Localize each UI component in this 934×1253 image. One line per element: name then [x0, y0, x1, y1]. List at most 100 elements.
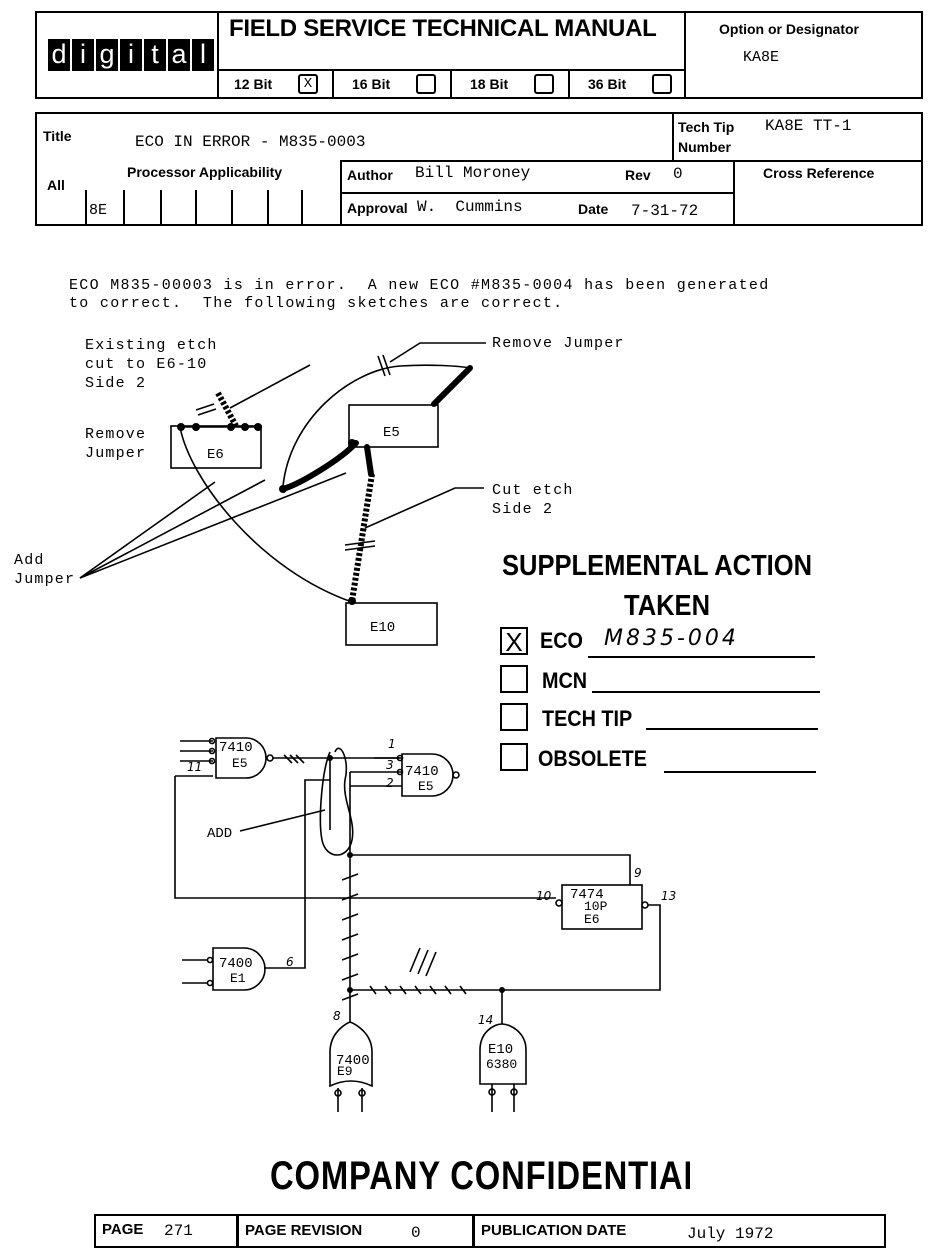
bit-checkbox[interactable]: [652, 74, 672, 94]
gate-left-label: 7410: [219, 740, 253, 756]
node-dot: [254, 423, 262, 431]
page-label: PAGE: [102, 1221, 144, 1238]
chip-e10-label: E10: [370, 620, 396, 636]
date-label: Date: [578, 201, 609, 217]
bit-checkbox[interactable]: [534, 74, 554, 94]
hash-marks-h: [369, 985, 467, 995]
body-line-2: to correct. The following sketches are c…: [69, 295, 564, 312]
thick-jumper-2: [364, 444, 374, 477]
manual-title: FIELD SERVICE TECHNICAL MANUAL: [229, 15, 657, 42]
node-dot: [241, 423, 249, 431]
logo-letter: g: [96, 39, 118, 71]
footer-pub-cell: PUBLICATION DATE July 1972: [475, 1216, 884, 1246]
gate-e1-sub: E1: [230, 971, 246, 986]
label-cut-etch: Cut etch Side 2: [492, 482, 574, 518]
bit-checkbox[interactable]: X: [298, 74, 318, 94]
bit-option-18[interactable]: 18 Bit: [452, 71, 570, 99]
bit-checkbox[interactable]: [416, 74, 436, 94]
leader-add-2: [79, 479, 266, 579]
eco-label: ECO: [540, 628, 583, 653]
tech-tip-stamp-label: TECH TIP: [542, 706, 633, 731]
gate-e9-label: 7400: [336, 1053, 370, 1069]
pin-1: 1: [388, 737, 396, 751]
cut-mark-e6: [195, 403, 217, 416]
obsolete-checkbox[interactable]: [500, 743, 528, 771]
supplemental-title-1: SUPPLEMENTAL ACTION: [502, 550, 813, 582]
logo-letter: a: [168, 39, 190, 71]
bus-tap: [350, 771, 374, 787]
logo-letter: d: [48, 39, 70, 71]
pin-14: 14: [478, 1013, 494, 1027]
tech-tip-divider: [672, 114, 674, 160]
pub-date-value: July 1972: [687, 1225, 774, 1243]
label-existing-etch: Existing etch cut to E6-10 Side 2: [85, 337, 218, 392]
leader-add-3: [79, 472, 347, 579]
rev-label: Rev: [625, 167, 651, 183]
bit-label: 16 Bit: [352, 76, 391, 92]
option-value: KA8E: [743, 49, 780, 66]
bit-label: 36 Bit: [588, 76, 627, 92]
hash-marks-bus: [341, 873, 359, 1001]
add-label: ADD: [207, 826, 233, 842]
chip-e5-label: E5: [383, 425, 400, 441]
node-dot: [348, 597, 356, 605]
add-jumper-arc: [179, 426, 353, 603]
tech-tip-underline: [646, 728, 818, 730]
supplemental-item-mcn[interactable]: MCN: [500, 664, 830, 698]
gate-e1-label: 7400: [219, 956, 253, 972]
grid-line: [85, 190, 87, 224]
tech-tip-checkbox[interactable]: [500, 703, 528, 731]
obsolete-label: OBSOLETE: [538, 746, 647, 771]
ff-sub-2: E6: [584, 912, 600, 927]
supplemental-item-tech-tip[interactable]: TECH TIP: [500, 702, 830, 736]
cross-ref-label: Cross Reference: [763, 165, 875, 181]
eco-checkbox[interactable]: X: [500, 627, 528, 655]
page-revision-value: 0: [411, 1224, 421, 1242]
gate-e10-label: E10: [488, 1042, 514, 1058]
gate-e1-inputs: [182, 959, 208, 984]
rev-value: 0: [673, 165, 683, 183]
gate-e9-outputs: [337, 1088, 363, 1112]
node-dot: [177, 423, 185, 431]
hatched-etch-top: [215, 391, 239, 428]
ff-sub-1: 10P: [584, 899, 608, 914]
footer-page-cell: PAGE 271: [96, 1216, 239, 1246]
bus-vertical: [329, 758, 351, 1020]
chip-e6-outline: [170, 425, 262, 469]
processor-label: Processor Applicability: [127, 164, 283, 180]
grid-line: [195, 190, 197, 224]
logo-letter: i: [72, 39, 94, 71]
gate-7400-e9: [329, 1021, 373, 1088]
chip-e10-outline: [345, 602, 438, 646]
page-value: 271: [164, 1222, 193, 1240]
mcn-checkbox[interactable]: [500, 665, 528, 693]
gate-e10-sub: 6380: [486, 1057, 518, 1072]
grid-line: [123, 190, 125, 224]
hash-marks-diag: [409, 947, 437, 977]
footer-rev-cell: PAGE REVISION 0: [239, 1216, 475, 1246]
hash-marks: [283, 754, 305, 764]
bit-option-12[interactable]: 12 Bit X: [218, 71, 334, 99]
gate-e10-outputs: [491, 1084, 515, 1112]
footer-box: PAGE 271 PAGE REVISION 0 PUBLICATION DAT…: [94, 1214, 886, 1248]
date-value: 7-31-72: [631, 202, 699, 220]
author-value: Bill Moroney: [415, 164, 531, 182]
gate-mid-label: 7410: [405, 764, 439, 780]
bit-label: 18 Bit: [470, 76, 509, 92]
grid-line: [301, 190, 303, 224]
pin-11: 11: [187, 760, 203, 774]
wire-feedback: [174, 775, 556, 899]
supplemental-item-eco[interactable]: X ECO M835-004: [500, 626, 830, 660]
tech-tip-value: KA8E TT-1: [765, 117, 852, 135]
add-loop: [319, 747, 354, 856]
page-revision-label: PAGE REVISION: [245, 1222, 363, 1239]
bit-option-36[interactable]: 36 Bit: [570, 71, 684, 99]
pin-3: 3: [386, 758, 394, 772]
bit-option-16[interactable]: 16 Bit: [334, 71, 452, 99]
label-remove-jumper-left: Remove Jumper: [85, 426, 147, 462]
supplemental-item-obsolete[interactable]: OBSOLETE: [500, 742, 830, 776]
author-label: Author: [347, 167, 393, 183]
confidential-stamp-clip: COMPANY CONFIDENTIAL: [270, 1160, 690, 1200]
pin-6: 6: [286, 955, 294, 969]
